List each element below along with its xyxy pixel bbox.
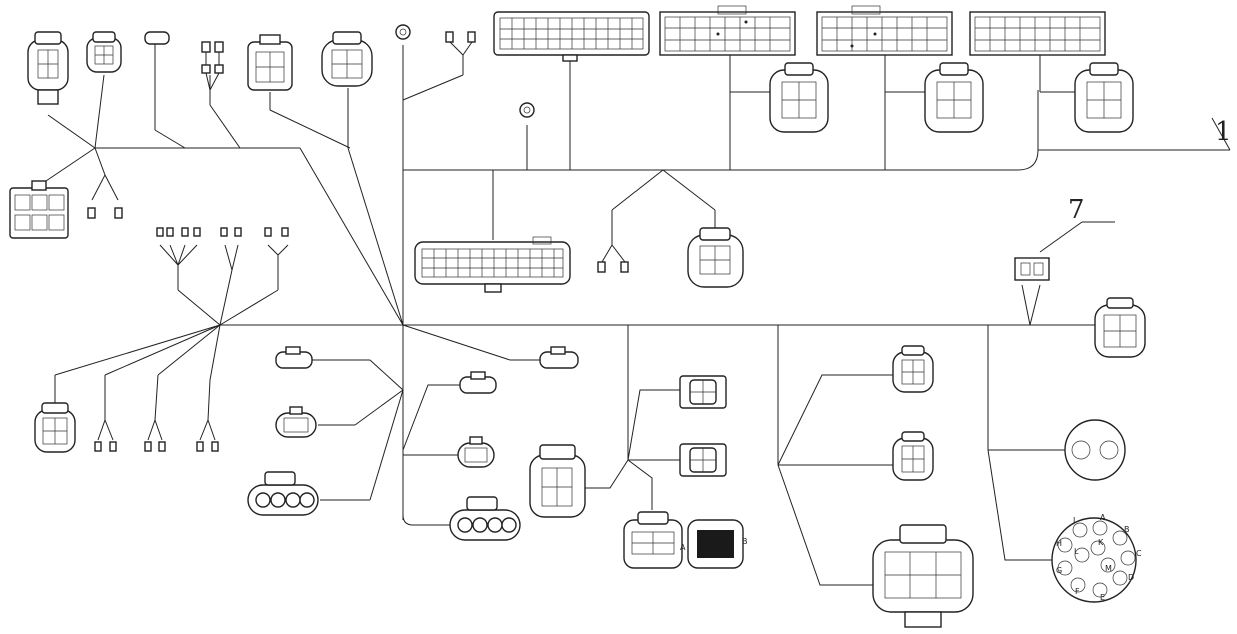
connector-tl-pill — [144, 31, 170, 45]
connector-4pin-1 — [247, 471, 319, 516]
pin-label: C — [1136, 549, 1142, 558]
connector-item-7 — [1014, 257, 1050, 281]
connector-pill-2 — [539, 346, 579, 369]
terminal-group-quad — [156, 227, 289, 237]
connector-mid-tall — [529, 444, 586, 518]
pin-label: K — [1098, 538, 1104, 547]
connector-top-block-3 — [816, 5, 953, 56]
terminal-pairs-bottom-left — [94, 441, 219, 452]
ring-terminal-2 — [519, 102, 535, 118]
pin-label: M — [1105, 564, 1112, 573]
center-lower-branch — [310, 324, 540, 526]
terminal-pair-center — [597, 261, 629, 273]
main-trunk — [220, 90, 1230, 520]
connector-left-lower — [34, 402, 76, 453]
terminal-pair-left — [87, 207, 123, 219]
connector-a: A — [623, 511, 686, 569]
connector-tl-2 — [86, 31, 122, 73]
right-lower-branch — [585, 284, 1068, 586]
ring-terminal-1 — [395, 24, 411, 40]
connector-upper-3 — [1074, 62, 1134, 133]
connector-top-block-2 — [659, 5, 796, 56]
upper-middle-branch — [402, 41, 1075, 263]
pin-label: H — [1056, 539, 1062, 548]
pin-label: B — [1124, 525, 1130, 534]
pin-label: E — [1100, 593, 1105, 602]
terminal-pair-top — [445, 31, 476, 43]
connector-left-block — [9, 180, 69, 239]
pin-label: G — [1056, 566, 1062, 575]
connector-b-label: B — [742, 537, 748, 546]
connector-tl-1 — [27, 31, 69, 105]
terminal-pair-tl — [201, 41, 224, 91]
callout-1-label: 1 — [1215, 117, 1232, 147]
pin-label: F — [1075, 587, 1080, 596]
connector-center-block — [414, 236, 571, 293]
connector-tl-round — [321, 31, 373, 87]
connector-square-4-2 — [679, 443, 727, 477]
connector-oval-1 — [275, 406, 317, 438]
callout-1: 1 — [1211, 117, 1232, 151]
connector-upper-1 — [769, 62, 829, 133]
connector-large-bottom — [872, 524, 974, 628]
connector-upper-2 — [924, 62, 984, 133]
connector-pill-1 — [275, 346, 313, 369]
upper-left-branch — [39, 42, 404, 326]
pin-label: L — [1074, 547, 1079, 556]
left-lower-branch — [54, 244, 289, 441]
connector-center-round — [687, 227, 744, 288]
callout-7-label: 7 — [1068, 195, 1085, 225]
connector-tl-square — [247, 34, 293, 91]
connector-4pin-2 — [449, 496, 521, 541]
pin-label: J — [1072, 516, 1075, 525]
connector-square-4-1 — [679, 375, 727, 409]
connector-round-2pin — [1064, 419, 1126, 481]
callout-7: 7 — [1039, 195, 1115, 253]
connector-top-block-4 — [969, 11, 1106, 56]
pin-label: A — [1100, 513, 1106, 522]
connector-12pin-round: A B C D E F G H J K L M — [1051, 513, 1142, 603]
connector-a-label: A — [680, 543, 686, 552]
pin-label: D — [1128, 573, 1134, 582]
connector-small-right-2 — [892, 431, 934, 481]
connector-oval-2 — [457, 436, 495, 468]
connector-pill-3 — [459, 371, 497, 394]
connector-top-block-1 — [493, 11, 650, 62]
connector-small-right-1 — [892, 345, 934, 393]
connector-b: B — [687, 519, 748, 569]
connector-right-main — [1094, 297, 1146, 358]
